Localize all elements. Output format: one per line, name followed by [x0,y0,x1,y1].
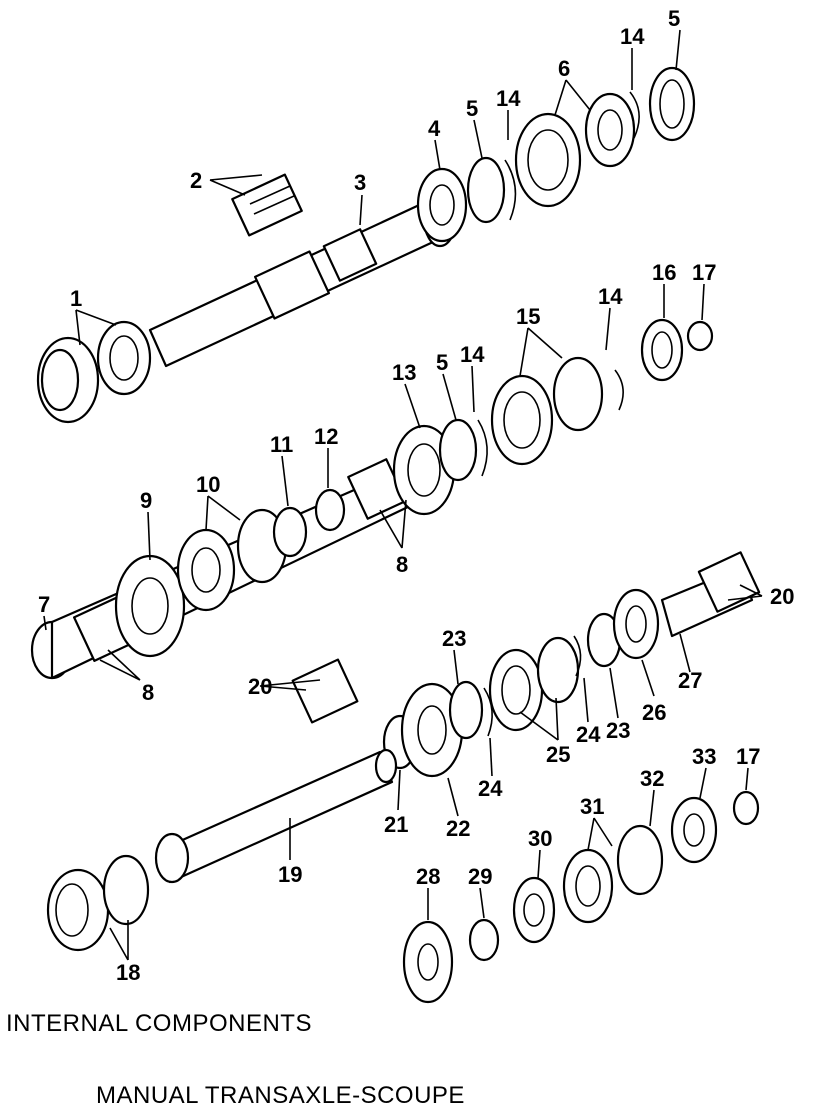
part-16-washer [640,318,684,382]
callout-14a: 14 [496,86,521,111]
part-30-gear [512,876,556,944]
callout-7: 7 [38,592,50,617]
callout-29: 29 [468,864,492,889]
part-11-spacer [272,506,308,558]
part-1-bearing-race [36,320,152,424]
callout-labels: 1 2 3 4 5 5 5 6 7 8 8 9 10 11 12 13 14 1… [38,6,794,985]
part-25-synchronizer [488,636,580,732]
callout-16: 16 [652,260,676,285]
part-5-synchro-ring-c [438,418,478,482]
callout-19: 19 [278,862,302,887]
part-3-input-shaft [148,188,458,368]
part-28-gear [402,920,454,1004]
part-26-gear [612,588,660,660]
callout-24a: 24 [478,776,503,801]
callout-14c: 14 [460,342,485,367]
callout-11: 11 [270,432,293,457]
callout-33: 33 [692,744,716,769]
part-6-synchronizer-sleeve [514,92,636,208]
part-14-snap-ring-b [629,91,640,139]
callout-9: 9 [140,488,152,513]
callout-30: 30 [528,826,552,851]
leader-lines [43,29,763,961]
callout-22: 22 [446,816,470,841]
callout-14d: 14 [598,284,623,309]
part-5-synchro-ring-a [466,156,506,224]
callout-26: 26 [642,700,666,725]
callout-3: 3 [354,170,366,195]
callout-18: 18 [116,960,140,985]
callout-17b: 17 [736,744,760,769]
part-5-synchro-ring-b [648,66,696,142]
callout-24b: 24 [576,722,601,747]
part-20-needle-bearing-b [697,551,761,613]
callout-27: 27 [678,668,702,693]
callout-17a: 17 [692,260,716,285]
callout-20a: 20 [248,674,272,699]
part-32-race [616,824,664,896]
callout-10: 10 [196,472,220,497]
callout-23b: 23 [606,718,630,743]
part-17-nut-b [732,790,760,826]
callout-8b: 8 [142,680,154,705]
callout-23a: 23 [442,626,466,651]
part-17-nut-a [686,320,714,352]
callout-25: 25 [546,742,570,767]
callout-12: 12 [314,424,338,449]
part-14-snap-ring-d [614,369,624,411]
callout-13: 13 [392,360,416,385]
part-14-snap-ring-c [477,419,488,477]
callout-20b: 20 [770,584,794,609]
callout-2: 2 [190,168,202,193]
part-12-collar [314,488,346,532]
callout-1: 1 [70,286,82,311]
callout-31: 31 [580,794,604,819]
part-4-gear [416,167,468,243]
part-24-snap-ring-a [483,687,493,737]
callout-4: 4 [428,116,441,141]
part-2-needle-bearing [231,173,303,237]
part-18-bearing [46,854,150,952]
callout-32: 32 [640,766,664,791]
callout-5a: 5 [466,96,478,121]
callout-21: 21 [384,812,408,837]
part-14-snap-ring-a [504,159,517,221]
callout-14b: 14 [620,24,645,49]
part-29-collar [468,918,500,962]
callout-15: 15 [516,304,540,329]
callout-5c: 5 [436,350,448,375]
caption-manual-transaxle: MANUAL TRANSAXLE-SCOUPE [96,1082,465,1109]
part-9-gear [114,554,186,658]
part-19-countershaft [154,748,398,884]
part-31-bearing [562,848,614,924]
callout-5b: 5 [668,6,680,31]
callout-6: 6 [558,56,570,81]
part-10-bearing [176,508,288,612]
part-33-gear [670,796,718,864]
callout-28: 28 [416,864,440,889]
caption-internal-components: INTERNAL COMPONENTS [6,1010,312,1037]
part-23-synchro-ring-a [448,680,484,740]
part-15-synchronizer [490,356,604,466]
callout-8a: 8 [396,552,408,577]
part-20-needle-bearing-a [291,658,359,724]
part-24-snap-ring-b [573,635,582,677]
